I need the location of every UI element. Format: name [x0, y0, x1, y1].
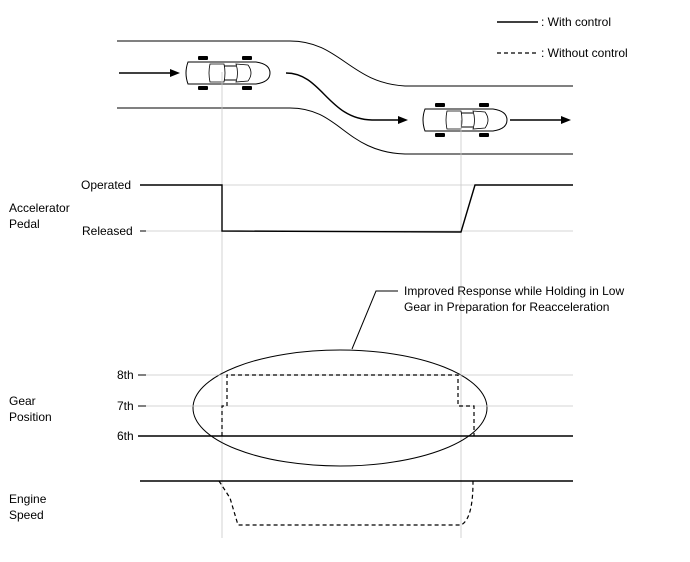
- accelerator-label-line2: Pedal: [9, 217, 40, 231]
- accelerator-operated-label: Operated: [81, 178, 131, 192]
- gear-label-line2: Position: [9, 410, 52, 424]
- exit-arrow-head: [561, 116, 571, 124]
- car-icon: [422, 103, 508, 137]
- entry-arrow-head: [170, 69, 180, 77]
- accelerator-section: Accelerator Pedal Operated Released: [9, 178, 573, 238]
- accelerator-released-label: Released: [82, 224, 133, 238]
- engine-label-line2: Speed: [9, 508, 44, 522]
- callout-text-line1: Improved Response while Holding in Low: [404, 284, 624, 298]
- callout-leader: [351, 290, 398, 350]
- road-lower-edge: [117, 107, 573, 155]
- car-icon: [185, 56, 271, 90]
- callout-text-line2: Gear in Preparation for Reacceleration: [404, 300, 609, 314]
- callout-ellipse: [192, 349, 488, 467]
- gear-level-7th: 7th: [117, 399, 134, 413]
- engine-without-control-trace: [218, 480, 474, 526]
- legend-with-control: : With control: [541, 15, 611, 29]
- engine-section: Engine Speed: [9, 480, 573, 526]
- accelerator-label-line1: Accelerator: [9, 201, 70, 215]
- gear-without-control-trace: [221, 374, 475, 436]
- path-arrow-head: [398, 116, 408, 124]
- legend-without-control: : Without control: [541, 46, 628, 60]
- gear-level-6th: 6th: [117, 429, 134, 443]
- legend: : With control : Without control: [497, 15, 628, 60]
- gear-section: Gear Position 8th 7th 6th: [9, 368, 573, 443]
- road-upper-edge: [117, 40, 573, 87]
- path-arrow: [285, 72, 400, 121]
- engine-label-line1: Engine: [9, 492, 47, 506]
- accelerator-trace: [140, 184, 573, 233]
- gear-label-line1: Gear: [9, 394, 36, 408]
- callout: Improved Response while Holding in Low G…: [192, 284, 624, 467]
- gear-level-8th: 8th: [117, 368, 134, 382]
- road: [117, 40, 573, 155]
